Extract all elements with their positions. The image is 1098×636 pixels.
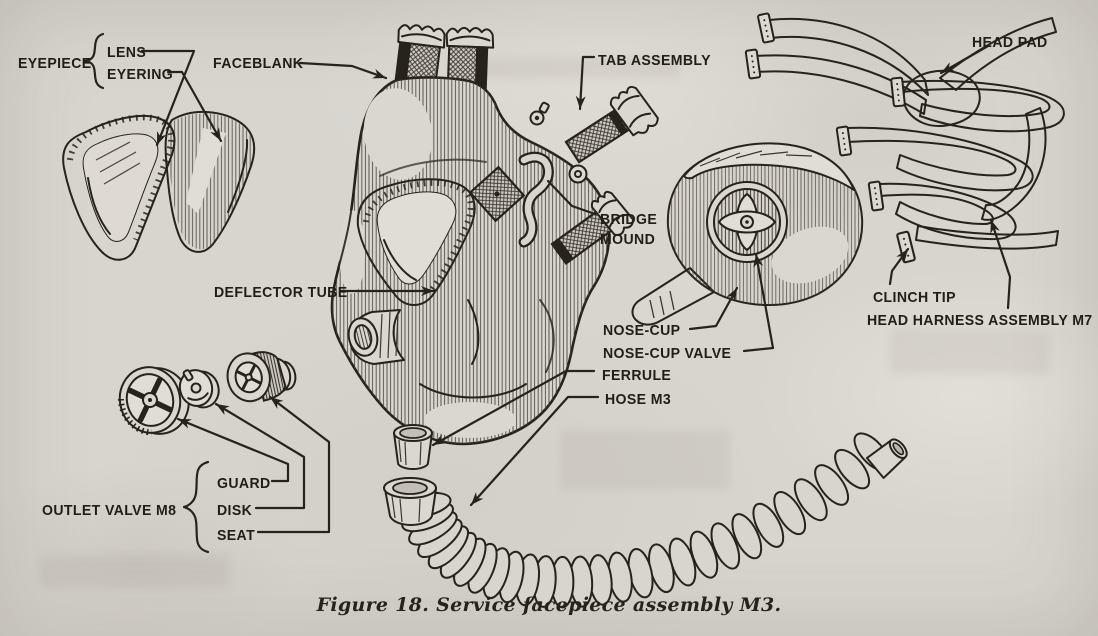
hose-drawing (383, 432, 908, 609)
label-eyering: EYERING (107, 66, 174, 83)
bridge-mound-leader (546, 179, 597, 216)
ferrule-drawing (393, 424, 433, 470)
label-head-harness: HEAD HARNESS ASSEMBLY M7 (867, 312, 1093, 329)
nose-cup-leader (688, 286, 739, 331)
label-guard: GUARD (217, 475, 271, 492)
callout-leaders (83, 32, 1012, 554)
hose-end-cup-drawing (383, 477, 437, 526)
label-faceblank: FACEBLANK (213, 55, 304, 72)
nose-cup-drawing (631, 142, 864, 326)
eyepiece-brace (83, 32, 105, 90)
faceblank-drawing (330, 76, 635, 446)
head-harness-leader (989, 218, 1012, 310)
washer-drawing (568, 164, 588, 184)
ferrule-leader (431, 369, 596, 447)
grommet-drawing (529, 101, 550, 126)
clinch-tip-drawing (895, 230, 917, 264)
label-tab-assembly: TAB ASSEMBLY (598, 52, 711, 69)
lens-leader (140, 49, 196, 147)
label-outlet-valve: OUTLET VALVE M8 (42, 502, 177, 519)
eyepiece-assembly-drawing (62, 110, 256, 261)
label-hose-m3: HOSE M3 (605, 391, 672, 408)
hose-leader (469, 395, 600, 507)
faceblank-leader (298, 61, 388, 80)
disk-drawing (178, 369, 220, 409)
outlet-valve-parts-drawing (117, 351, 297, 436)
label-ferrule: FERRULE (602, 367, 672, 384)
hose-tip-drawing (865, 438, 908, 479)
label-bridge-mound: BRIDGE MOUND (600, 211, 658, 248)
figure-caption: Figure 18. Service facepiece assembly M3… (316, 594, 782, 616)
eyering-leader (166, 70, 223, 143)
label-nose-cup-valve: NOSE-CUP VALVE (603, 345, 732, 362)
label-head-pad: HEAD PAD (972, 34, 1048, 51)
label-eyepiece: EYEPIECE (18, 55, 92, 72)
tab-assembly-drawing (529, 85, 659, 184)
label-seat: SEAT (217, 527, 256, 544)
guard-leader (176, 417, 290, 483)
seat-drawing (226, 351, 297, 403)
outlet-valve-brace (182, 460, 210, 554)
guard-drawing (117, 366, 190, 436)
head-pad-leader (939, 44, 990, 75)
disk-leader (214, 402, 306, 510)
label-nose-cup: NOSE-CUP (603, 322, 681, 339)
label-clinch-tip: CLINCH TIP (873, 289, 956, 306)
tab-assembly-leader (575, 55, 596, 111)
nose-cup-valve-leader (742, 252, 775, 353)
label-deflector-tube: DEFLECTOR TUBE (214, 284, 348, 301)
label-disk: DISK (217, 502, 253, 519)
label-lens: LENS (107, 44, 147, 61)
seat-leader (256, 395, 331, 534)
clinch-tip-leader (888, 247, 910, 286)
